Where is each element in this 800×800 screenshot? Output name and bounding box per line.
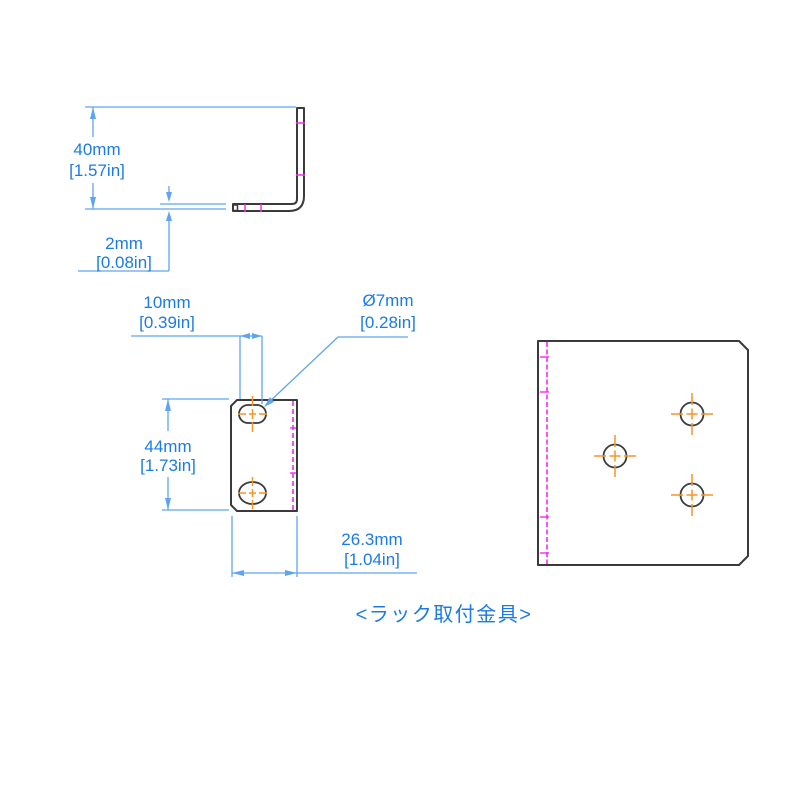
dim-side-height-inch: [1.57in]	[69, 161, 125, 180]
dim-side-height	[85, 106, 296, 210]
side-view	[232, 107, 305, 212]
face-view-outline	[537, 340, 749, 566]
face-view	[537, 340, 749, 566]
dim-front-height	[162, 398, 229, 511]
arrow-down-icon	[166, 192, 172, 202]
arrow-right-icon	[285, 570, 297, 576]
dim-thickness	[78, 186, 226, 272]
arrow-up-icon	[90, 107, 96, 119]
sheet-end-cap	[232, 204, 239, 212]
hole-centerlines	[238, 396, 267, 509]
arrow-up-icon	[165, 399, 171, 411]
front-view	[230, 396, 298, 512]
dim-thickness-inch: [0.08in]	[96, 253, 152, 272]
dim-thickness-mm: 2mm	[105, 234, 143, 253]
arrow-down-icon	[90, 197, 96, 209]
dim-front-width-mm: 26.3mm	[341, 530, 402, 549]
dim-hole-diameter-mm: Ø7mm	[363, 291, 414, 310]
arrow-left-icon	[240, 333, 250, 339]
arrow-leader-icon	[264, 397, 274, 407]
dim-front-height-inch: [1.73in]	[140, 456, 196, 475]
arrow-left-icon	[232, 570, 244, 576]
side-view-outline	[232, 107, 305, 212]
drawing-caption: <ラック取付金具>	[356, 603, 533, 626]
arrow-down-icon	[165, 498, 171, 510]
dim-hole-diameter-leader	[264, 336, 408, 407]
arrow-up-icon	[166, 211, 172, 221]
dim-side-height-mm: 40mm	[73, 140, 120, 159]
hole-centerlines	[594, 393, 713, 516]
dim-hole-offset-inch: [0.39in]	[139, 313, 195, 332]
dim-front-height-mm: 44mm	[144, 437, 191, 456]
dim-front-width	[231, 516, 417, 577]
dim-hole-diameter-inch: [0.28in]	[360, 313, 416, 332]
arrow-right-icon	[252, 333, 262, 339]
dim-front-width-inch: [1.04in]	[344, 550, 400, 569]
dim-hole-offset-mm: 10mm	[143, 293, 190, 312]
dim-hole-offset	[131, 333, 263, 404]
